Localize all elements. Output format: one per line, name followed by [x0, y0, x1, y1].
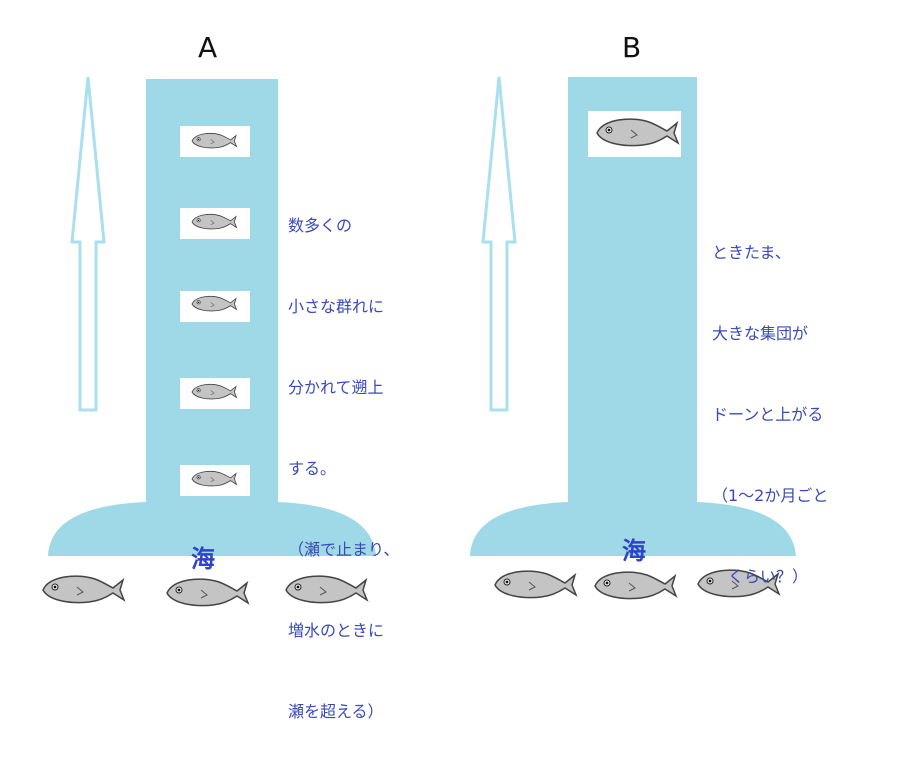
note-line: する。 [288, 459, 337, 478]
note-line: 大きな集団が [712, 324, 809, 343]
panel-a-sea-mound [48, 502, 376, 556]
panel-a-graphic [42, 76, 376, 607]
panel-b-label: B [622, 31, 642, 64]
upstream-arrow-icon [70, 76, 106, 412]
note-line: 数多くの [288, 216, 353, 235]
diagram-stage: A 数多くの 小さな群れに 分かれて遡上 する。 （瀬で止まり、 増水のときに … [42, 31, 828, 721]
fish-icon [166, 578, 249, 607]
note-line: （1～2か月ごと [712, 486, 829, 505]
panel-b-note: ときたま、 大きな集団が ドーンと上がる （1～2か月ごと くらい？） [712, 185, 828, 644]
panel-b-sea-mound [470, 502, 796, 556]
panel-a-note: 数多くの 小さな群れに 分かれて遡上 する。 （瀬で止まり、 増水のときに 瀬を… [288, 158, 399, 779]
diagram-canvas [42, 76, 796, 607]
fish-group-a-3 [180, 291, 250, 322]
fish-group-a-1 [180, 126, 250, 157]
note-line: （瀬で止まり、 [288, 540, 400, 559]
note-line: 小さな群れに [288, 297, 385, 316]
note-line: くらい？） [712, 567, 809, 586]
fish-icon [494, 570, 577, 599]
fish-group-b-large [588, 111, 681, 157]
panel-b-sea-label: 海 [622, 537, 646, 565]
upstream-arrow-icon [481, 76, 517, 412]
fish-group-a-4 [180, 378, 250, 409]
fish-icon [42, 575, 125, 604]
panel-a-label: A [198, 31, 218, 64]
note-line: ときたま、 [712, 243, 791, 262]
note-line: 分かれて遡上 [288, 378, 384, 397]
panel-a-sea-label: 海 [191, 545, 215, 573]
note-line: 瀬を超える） [288, 702, 384, 721]
panel-b-graphic [470, 76, 796, 600]
note-line: 増水のときに [288, 621, 385, 640]
note-line: ドーンと上がる [712, 405, 824, 424]
fish-group-a-2 [180, 208, 250, 239]
fish-group-a-5 [180, 465, 250, 496]
fish-icon [594, 571, 677, 600]
